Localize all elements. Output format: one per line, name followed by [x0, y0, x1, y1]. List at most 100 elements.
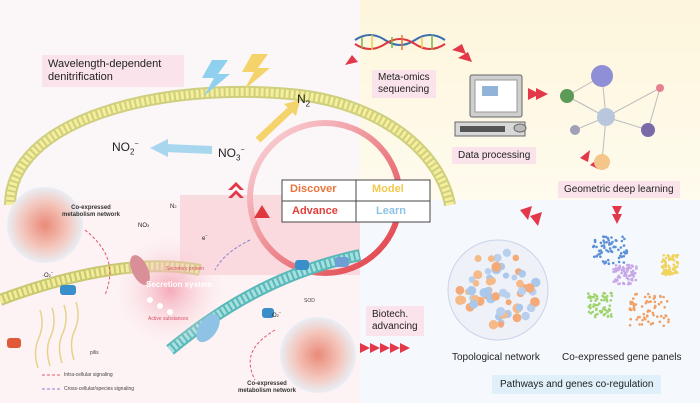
panel-point — [635, 318, 639, 321]
panel-point — [602, 239, 605, 242]
panel-point — [625, 249, 628, 252]
bg-top-left — [0, 0, 360, 205]
arrow-to-no2 — [164, 144, 213, 154]
panel-point — [600, 244, 604, 248]
panel-point — [592, 295, 596, 299]
panel-point — [609, 313, 613, 316]
panel-point — [633, 303, 636, 306]
wavelength-line2: denitrification — [48, 71, 113, 83]
panel-point — [666, 254, 669, 257]
channel-protein-icon — [130, 255, 150, 285]
panel-point — [647, 320, 650, 324]
legend-intra-label: Intra-cellular signaling — [64, 372, 113, 378]
panel-point — [609, 299, 613, 302]
topo-node — [474, 255, 482, 262]
panel-point — [605, 241, 608, 244]
no3-small-label: NO3 — [138, 223, 150, 229]
panel-point — [610, 291, 613, 295]
gene-panel-points — [587, 235, 680, 328]
panel-point — [631, 269, 635, 273]
panel-point — [623, 269, 626, 273]
panel-point — [662, 316, 666, 320]
topo-node — [528, 305, 536, 312]
biotech-line1: Biotech. — [372, 309, 409, 320]
panel-point — [627, 263, 631, 267]
panel-point — [622, 261, 626, 264]
panel-point — [618, 282, 621, 285]
topo-node — [487, 255, 495, 263]
panel-point — [593, 293, 596, 296]
panel-point — [617, 274, 621, 278]
panel-point — [630, 278, 633, 282]
biotech-line2: advancing — [372, 321, 418, 332]
panel-point — [629, 302, 633, 306]
signal-path — [214, 239, 251, 271]
panel-point — [618, 266, 622, 270]
panel-point — [638, 323, 641, 326]
panel-point — [659, 314, 663, 318]
panel-point — [609, 249, 613, 253]
transporter-icon — [60, 285, 76, 295]
panel-point — [611, 261, 615, 265]
transporter-icon — [295, 260, 309, 270]
coexp-top-label: Co-expressed metabolism network — [62, 205, 121, 218]
panel-point — [589, 296, 592, 300]
topo-node — [493, 253, 502, 263]
panel-point — [663, 263, 666, 267]
panel-point — [668, 258, 671, 261]
metaomics-line2: sequencing — [378, 84, 430, 95]
chevron-downleft-icon — [520, 206, 532, 220]
topo-node — [485, 277, 494, 286]
panel-point — [614, 264, 618, 267]
panel-point — [591, 310, 594, 314]
panel-point — [626, 266, 630, 270]
panel-point — [620, 268, 624, 272]
panel-point — [627, 274, 631, 278]
panel-point — [629, 308, 633, 312]
panel-point — [660, 265, 664, 268]
panel-point — [628, 324, 632, 327]
metabolism-network-ball-top — [7, 187, 83, 263]
panel-point — [596, 312, 599, 316]
o2-left-label: ·O2− — [42, 270, 54, 279]
chevron-left-icon — [360, 343, 370, 353]
panel-point — [666, 271, 669, 274]
panel-point — [644, 318, 647, 321]
panel-point — [611, 240, 614, 244]
panel-point — [648, 295, 651, 299]
panel-point — [617, 268, 620, 272]
panel-point — [601, 295, 605, 298]
no3-label: NO3− — [218, 146, 245, 163]
panel-point — [623, 237, 626, 241]
topo-node — [484, 268, 492, 275]
panel-point — [646, 310, 649, 313]
panel-point — [638, 315, 641, 319]
geometric-learning-box: Geometric deep learning — [558, 181, 680, 198]
panel-point — [649, 322, 653, 326]
panel-point — [617, 248, 620, 252]
topo-node — [496, 307, 506, 317]
cycle-arrowhead — [254, 205, 270, 218]
topo-node — [497, 321, 505, 328]
panel-point — [606, 314, 610, 318]
panel-point — [642, 312, 646, 316]
panel-point — [656, 315, 659, 318]
chevron-down-icon — [612, 206, 622, 216]
o2-right-label: ·O2− — [270, 310, 282, 319]
panel-point — [652, 297, 656, 300]
panel-point — [632, 297, 635, 300]
panel-point — [602, 244, 606, 247]
panel-point — [587, 310, 591, 314]
sod-label: SOD — [304, 298, 315, 304]
panel-point — [607, 262, 611, 266]
panel-point — [635, 265, 638, 269]
panel-point — [602, 235, 606, 239]
panel-point — [658, 320, 662, 324]
topo-node — [515, 303, 524, 312]
panel-point — [631, 300, 634, 304]
topo-node — [525, 283, 535, 293]
topo-node — [517, 286, 527, 296]
panel-point — [589, 307, 592, 310]
panel-point — [664, 256, 668, 260]
panel-point — [663, 269, 666, 272]
